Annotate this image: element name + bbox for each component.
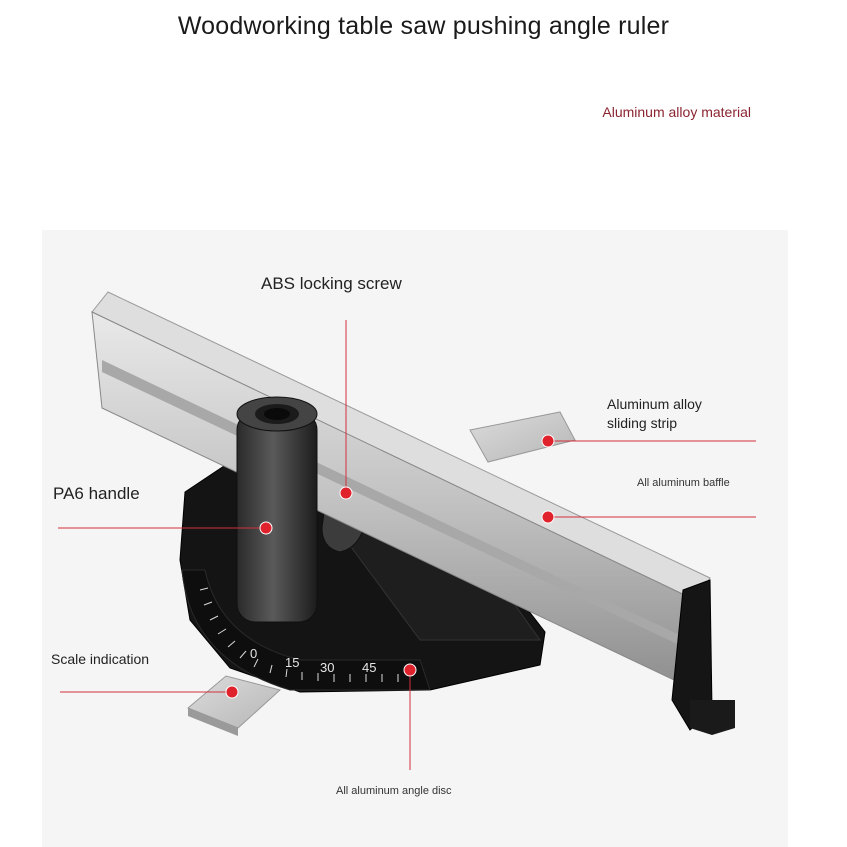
- scale-numbers: 0 15 30 45: [250, 646, 376, 675]
- callout-dot-scale: [225, 685, 239, 699]
- scale-mark-15: 15: [285, 655, 299, 670]
- page-title: Woodworking table saw pushing angle rule…: [177, 12, 670, 40]
- callout-dot-sliding-strip: [541, 434, 555, 448]
- callout-dot-angle-disc: [403, 663, 417, 677]
- callout-sliding-strip-line2: sliding strip: [607, 415, 678, 431]
- callout-sliding-strip: Aluminum alloy sliding strip: [607, 395, 702, 433]
- callout-abs-locking-screw: ABS locking screw: [261, 274, 402, 293]
- callout-angle-disc: All aluminum angle disc: [336, 785, 452, 797]
- angle-disc: [181, 569, 431, 691]
- scale-ticks: [199, 587, 399, 682]
- sliding-strip-back: [469, 411, 576, 463]
- sliding-strip-front: [187, 675, 282, 729]
- material-label: Aluminum alloy material: [602, 104, 751, 120]
- callout-dot-baffle: [541, 510, 555, 524]
- callout-dot-abs-screw: [339, 486, 353, 500]
- scale-mark-45: 45: [362, 660, 376, 675]
- scale-mark-0: 0: [250, 646, 257, 661]
- callout-scale-indication: Scale indication: [51, 651, 150, 667]
- leader-lines: [58, 320, 756, 770]
- callout-sliding-strip-line1: Aluminum alloy: [607, 396, 702, 412]
- callout-dot-pa6-handle: [259, 521, 273, 535]
- scale-mark-30: 30: [320, 660, 334, 675]
- callout-pa6-handle: PA6 handle: [53, 484, 140, 503]
- callout-aluminum-baffle: All aluminum baffle: [637, 477, 730, 489]
- pa6-handle: [236, 411, 318, 623]
